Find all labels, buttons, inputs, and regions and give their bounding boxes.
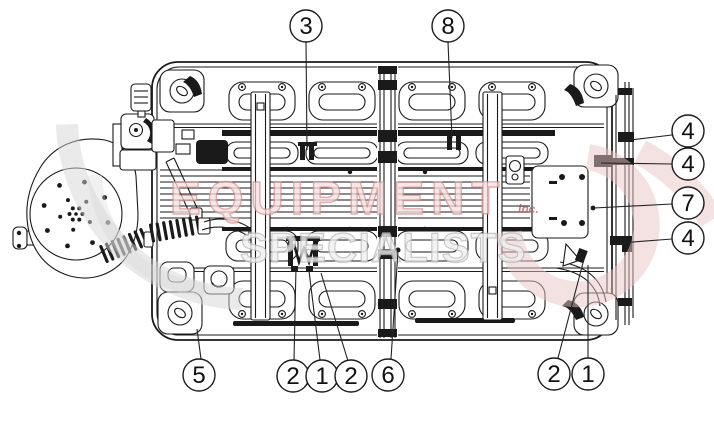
watermark-swoosh-pink-arc <box>633 140 714 228</box>
watermark: EQUIPMENT inc. SPECIALISTS <box>56 124 714 310</box>
callout-number: 2 <box>547 361 560 388</box>
left-cross-strap <box>250 91 271 321</box>
watermark-word-suffix: inc. <box>518 202 539 216</box>
callout-number: 1 <box>315 363 328 390</box>
callout-4-right-upper: 4 <box>621 114 705 148</box>
callout-6-bottom: 6 <box>371 250 405 392</box>
callout-number: 2 <box>286 363 299 390</box>
callout-5-bottom: 5 <box>182 328 216 392</box>
callout-number: 6 <box>381 362 394 389</box>
callout-number: 4 <box>681 118 694 145</box>
callout-2-bottom-left: 2 <box>276 266 310 393</box>
watermark-word-bottom: SPECIALISTS <box>240 224 526 271</box>
callout-2-bottom-mid: 2 <box>320 272 368 393</box>
top-handle-slot <box>398 81 466 121</box>
callout-3-top: 3 <box>289 9 323 151</box>
callout-1-bottom-right: 1 <box>571 265 605 391</box>
rail-clamp-4a <box>618 132 634 142</box>
callout-number: 8 <box>441 13 454 40</box>
callout-7-right: 7 <box>593 186 705 220</box>
corner-wedge <box>564 84 584 106</box>
watermark-swoosh-gray <box>56 124 242 310</box>
elbow-tube <box>201 218 251 237</box>
callout-number: 7 <box>681 190 694 217</box>
hopper-body <box>151 61 619 341</box>
callout-number: 5 <box>192 362 205 389</box>
warning-flag <box>130 83 152 118</box>
corner-wedge <box>183 76 202 97</box>
watermark-swoosh-gray-inner <box>88 174 206 297</box>
plate-bolt-7 <box>590 205 596 211</box>
callout-number: 2 <box>344 363 357 390</box>
watermark-word-top: EQUIPMENT <box>170 172 506 224</box>
right-cross-strap <box>482 91 503 321</box>
callout-number: 4 <box>681 151 694 178</box>
bottom-handle-slot <box>308 280 376 320</box>
callout-number: 3 <box>299 13 312 40</box>
gearbox-cluster <box>112 113 228 171</box>
callout-number: 4 <box>681 225 694 252</box>
bottom-wear-strip <box>233 321 359 326</box>
callouts: 3 8 4 4 7 4 5 <box>182 9 705 393</box>
rail-bracket-8 <box>445 132 464 150</box>
watermark-swoosh-pink-ring <box>496 144 660 308</box>
rail-clamp-4c <box>610 236 632 245</box>
plate-upper-bracket <box>505 155 525 185</box>
fastener-dot-6 <box>395 247 401 253</box>
rail-bracket-3 <box>298 142 317 160</box>
bottom-handle-slot <box>398 280 466 320</box>
right-rail-assembly <box>505 82 634 325</box>
center-seam <box>377 63 398 339</box>
callout-4-right-lower: 4 <box>619 221 705 255</box>
top-handle-slot <box>308 81 376 121</box>
callout-8-top: 8 <box>431 9 465 139</box>
down-pipe <box>165 157 203 221</box>
callout-number: 1 <box>581 361 594 388</box>
callout-2-bottom-right: 2 <box>537 258 585 391</box>
callout-4-right-middle: 4 <box>600 147 705 181</box>
vibrator-mount <box>286 236 320 272</box>
motor-mount-plate <box>531 165 596 239</box>
